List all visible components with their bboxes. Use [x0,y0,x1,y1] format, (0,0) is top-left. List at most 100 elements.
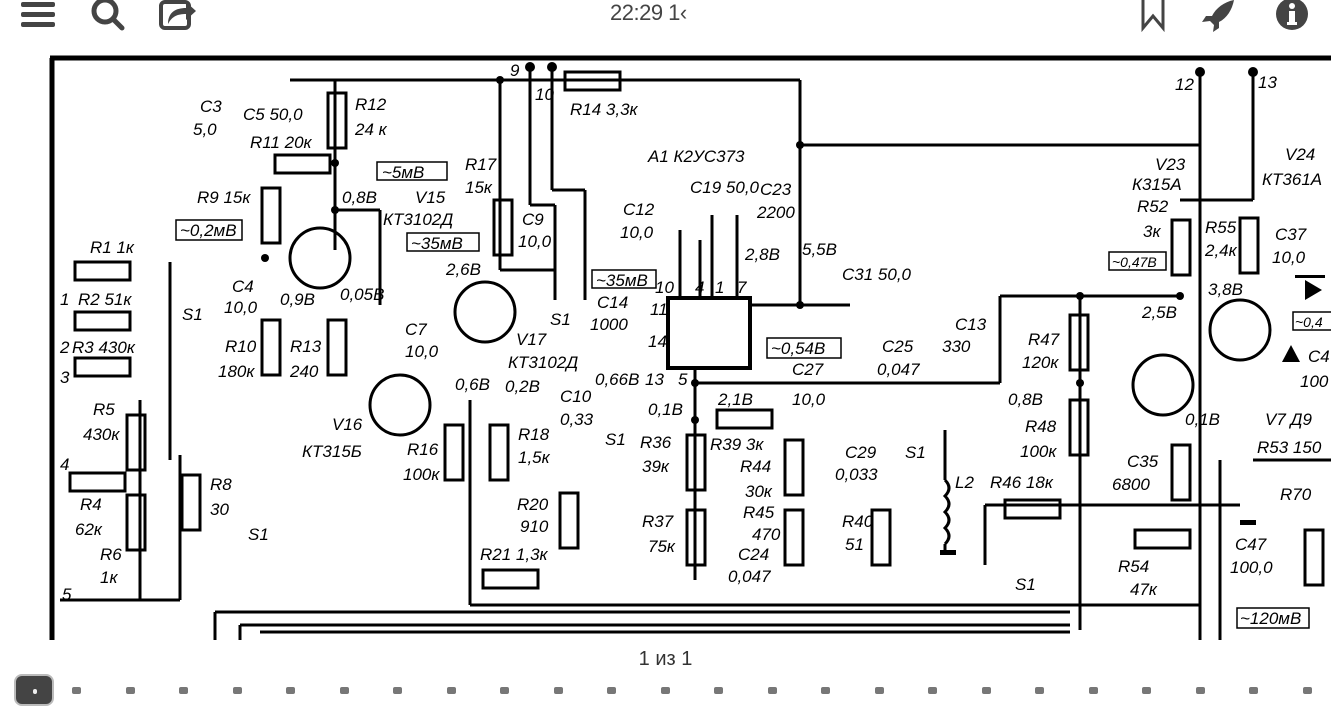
label-120mV: ~120мВ [1240,609,1301,628]
thumbnail-dot[interactable] [928,687,937,694]
label-C10: C10 [560,387,592,406]
label-0.1V: 0,1В [648,400,683,419]
thumbnail-dot[interactable] [1088,687,1098,694]
label-R18-value: 1,5к [518,448,551,467]
thumbnail-dot[interactable] [500,687,509,694]
thumbnail-current-page[interactable] [14,674,54,706]
measurement-badge: ~0,47В [1108,251,1167,271]
label-35mV: ~35мВ [411,234,463,253]
info-icon[interactable] [1272,0,1312,32]
label-S1-c: S1 [550,310,571,329]
label-R44-value: 30к [745,482,773,501]
label-S1-e: S1 [605,430,626,449]
label-C7: C7 [405,320,427,339]
thumbnail-dot[interactable] [874,687,884,694]
label-C23: C23 [760,180,792,199]
label-L2: L2 [955,473,974,492]
label-V23: V23 [1155,155,1186,174]
label-R16-value: 100к [403,465,440,484]
label-R70: R70 [1280,485,1312,504]
label-C25: C25 [882,337,914,356]
label-C5: C5 50,0 [243,105,303,124]
label-node-2: 2 [59,338,70,357]
label-pin-4: 4 [695,278,704,297]
label-C14-value: 1000 [590,315,628,334]
label-node-1: 1 [60,290,69,309]
thumbnail-dot[interactable] [1195,687,1205,694]
thumbnail-dot[interactable] [1035,687,1044,694]
label-V7: V7 Д9 [1265,410,1312,429]
search-icon[interactable] [88,0,128,32]
label-2.6V: 2,6В [445,260,481,279]
thumbnail-dot[interactable] [286,687,295,694]
thumbnail-dot[interactable] [446,687,456,694]
label-pin-7: 7 [737,278,747,297]
measurement-badge: ~35мВ [406,232,480,253]
label-C9-value: 10,0 [518,232,552,251]
menu-icon[interactable] [18,0,58,32]
label-S1-d: S1 [905,443,926,462]
rocket-icon[interactable] [1200,0,1240,32]
document-view[interactable]: C3 5,0 C5 50,0 R12 24 к R11 20к ~5мВ R9 … [0,55,1331,640]
label-C35: C35 [1127,452,1159,471]
label-V17: V17 [516,330,547,349]
label-C19: C19 50,0 [690,178,760,197]
thumbnail-strip[interactable] [14,674,1324,706]
label-R6: R6 [100,545,122,564]
share-icon[interactable] [158,0,198,32]
label-C25-value: 0,047 [877,360,920,379]
label-R55-value: 2,4к [1204,241,1238,260]
label-0.9V: 0,9В [280,290,315,309]
thumbnail-dot[interactable] [981,687,991,694]
label-35mV-b: ~35мВ [596,271,648,290]
label-R47: R47 [1028,330,1060,349]
label-node-5: 5 [62,585,72,604]
label-A1: A1 К2УС373 [647,147,745,166]
thumbnail-dot[interactable] [767,687,777,694]
label-C12: C12 [623,200,655,219]
label-V24: V24 [1285,145,1315,164]
label-R5: R5 [93,400,115,419]
toolbar: 22:29 1‹ [0,0,1331,40]
label-C12-value: 10,0 [620,223,654,242]
label-R4: R4 [80,495,102,514]
label-R39: R39 3к [710,435,764,454]
label-C31: C31 50,0 [842,265,912,284]
page-indicator: 1 из 1 [638,648,693,670]
label-C24: C24 [738,545,769,564]
label-R20: R20 [517,495,549,514]
thumbnail-dot[interactable] [1249,687,1258,694]
label-R10: R10 [225,337,257,356]
label-0.6V: 0,6В [455,375,490,394]
thumbnail-dot[interactable] [607,687,616,694]
label-C4: C4 [232,277,254,296]
label-2.5V: 2,5В [1141,303,1177,322]
thumbnail-dot[interactable] [232,687,242,694]
thumbnail-dot[interactable] [393,687,402,694]
label-R9: R9 15к [197,188,251,207]
thumbnail-dot[interactable] [660,687,670,694]
thumbnail-dot[interactable] [553,687,563,694]
thumbnail-dot[interactable] [821,687,830,694]
label-node-12: 12 [1175,75,1194,94]
bookmark-icon[interactable] [1133,0,1173,32]
measurement-badge: ~0,4 [1292,311,1331,331]
thumbnail-dot[interactable] [339,687,349,694]
thumbnail-dot[interactable] [714,687,723,694]
label-S1: S1 [182,305,203,324]
label-R54: R54 [1118,557,1149,576]
label-R55: R55 [1205,218,1237,237]
label-C37-value: 10,0 [1272,248,1306,267]
thumbnail-dot[interactable] [125,687,135,694]
label-C14: C14 [597,293,628,312]
label-R48-value: 100к [1020,442,1057,461]
thumbnail-dot[interactable] [1302,687,1312,694]
measurement-badge: ~0,54В [766,337,842,359]
thumbnail-dot[interactable] [1142,687,1151,694]
label-2.1V: 2,1В [717,390,753,409]
thumbnail-dot[interactable] [179,687,188,694]
thumbnail-dot[interactable] [72,687,81,694]
label-R10-value: 180к [218,362,255,381]
label-C27-value: 10,0 [792,390,826,409]
label-C13-value: 330 [942,337,971,356]
